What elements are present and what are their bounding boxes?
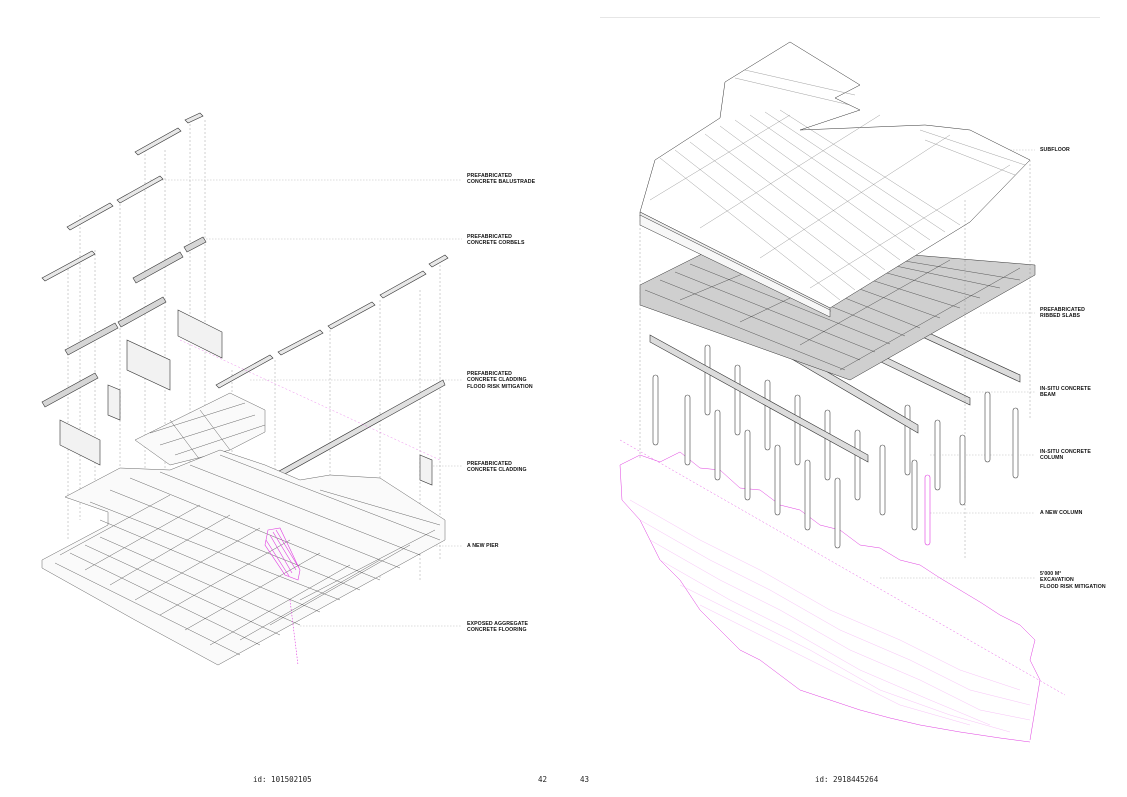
new-pier	[264, 527, 301, 666]
label-new-pier: A NEW PIER	[467, 543, 499, 549]
excavation-volume	[619, 439, 1066, 743]
upper-floor-grid	[134, 392, 266, 466]
concrete-columns	[652, 344, 1019, 549]
main-floor-grid	[41, 449, 446, 666]
right-footer-id: id: 2918445264	[815, 775, 879, 784]
left-axonometric-drawing	[41, 112, 462, 666]
right-vertical-guides	[639, 160, 1031, 560]
left-footer-id: id: 101502105	[253, 775, 312, 784]
right-page-number: 43	[580, 775, 590, 784]
cladding-elements	[59, 309, 433, 541]
label-excavation: 5'000 m³EXCAVATIONFLOOD RISK MITIGATION	[1040, 571, 1106, 590]
left-page	[0, 0, 563, 797]
balustrade-elements	[41, 112, 449, 389]
right-axonometric-drawing	[619, 41, 1066, 743]
label-new-column: A NEW COLUMN	[1040, 510, 1083, 516]
label-subfloor: SUBFLOOR	[1040, 147, 1070, 153]
corbel-elements	[41, 236, 207, 408]
top-rule	[600, 17, 1100, 18]
left-page-number: 42	[538, 775, 548, 784]
left-leader-lines	[150, 179, 462, 627]
subfloor	[639, 41, 1031, 318]
